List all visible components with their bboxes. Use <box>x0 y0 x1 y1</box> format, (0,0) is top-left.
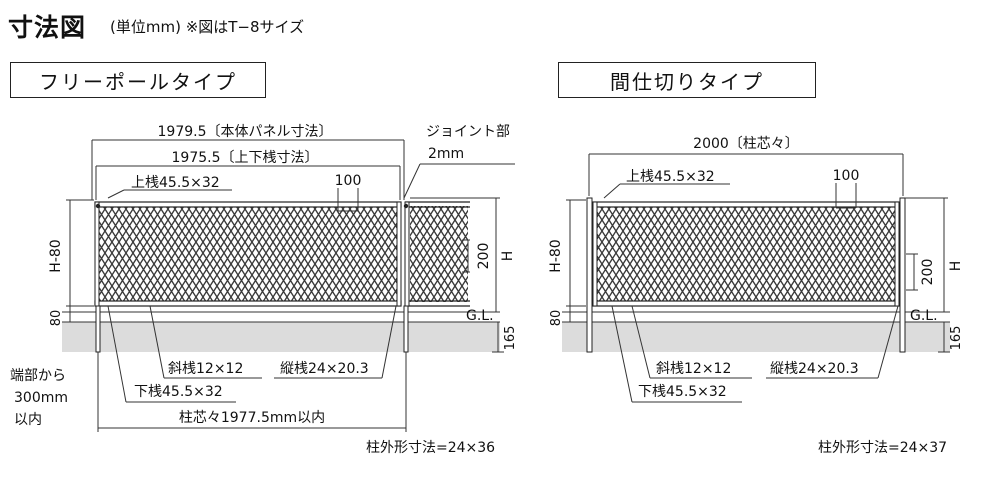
dim-80-right: 80 <box>549 310 564 327</box>
joint-label: ジョイント部 <box>426 124 510 140</box>
post-right-1 <box>586 197 593 353</box>
gl-label-left: G.L. <box>466 308 494 324</box>
post-size-right: 柱外形寸法=24×37 <box>818 440 947 456</box>
top-rail-label-left: 上桟45.5×32 <box>131 175 220 191</box>
dim-body-panel: 1979.5〔本体パネル寸法〕 <box>158 124 333 140</box>
ground-area-left <box>62 322 500 352</box>
lattice-panel-left-1 <box>98 206 398 302</box>
height-200-left: 200 <box>476 243 492 270</box>
vertical-rail-left-b <box>396 201 402 307</box>
post-left-2 <box>403 305 409 353</box>
type-label-partition: 間仕切りタイプ <box>558 62 816 98</box>
height-200-right: 200 <box>920 259 936 286</box>
end-note-line-3: 以内 <box>14 412 42 428</box>
page-subtitle: (単位mm) ※図はT−8サイズ <box>110 18 305 36</box>
bottom-rail-right <box>592 300 900 307</box>
top-rail-right <box>592 201 900 208</box>
partition-diagram: 2000〔柱芯々〕 上桟45.5×32 100 200 H G.L. 165 H… <box>548 136 964 456</box>
end-note-line-1: 端部から <box>10 368 66 384</box>
lattice-panel-left-2 <box>410 206 468 302</box>
post-left-1 <box>95 305 101 353</box>
top-rail-left <box>94 201 402 208</box>
bottom-rail-label-right: 下桟45.5×32 <box>638 384 727 400</box>
post-center-label-left: 柱芯々1977.5mm以内 <box>179 410 325 426</box>
diagonal-rail-label-left: 斜桟12×12 <box>168 361 243 377</box>
spacing-100-right: 100 <box>833 168 860 184</box>
dim-165-right: 165 <box>949 326 964 351</box>
h-minus-80-right: H-80 <box>548 239 564 272</box>
dim-rails: 1975.5〔上下桟寸法〕 <box>172 150 319 166</box>
joint-value: 2mm <box>428 146 464 162</box>
vertical-rail-label-left: 縦桟24×20.3 <box>280 361 369 377</box>
bottom-rail-left <box>94 300 402 307</box>
gl-label-right: G.L. <box>910 308 938 324</box>
h-minus-80-left: H-80 <box>48 239 64 272</box>
bottom-rail-label-left: 下桟45.5×32 <box>134 384 223 400</box>
h-label-left: H <box>500 251 516 262</box>
post-right-2 <box>899 197 906 353</box>
post-size-left: 柱外形寸法=24×36 <box>366 440 495 456</box>
spacing-100-left: 100 <box>335 173 362 189</box>
ground-area-right <box>562 322 950 352</box>
top-rail-label-right: 上桟45.5×32 <box>626 169 715 185</box>
dim-center-right: 2000〔柱芯々〕 <box>693 136 799 152</box>
dim-80-left: 80 <box>49 310 64 327</box>
free-pole-diagram: 1979.5〔本体パネル寸法〕 1975.5〔上下桟寸法〕 ジョイント部 2mm… <box>10 124 518 456</box>
lattice-panel-right <box>596 206 896 302</box>
page-title: 寸法図 <box>8 13 87 42</box>
diagonal-rail-label-right: 斜桟12×12 <box>656 361 731 377</box>
dim-165-left: 165 <box>503 326 518 351</box>
end-note-line-2: 300mm <box>14 390 68 406</box>
h-label-right: H <box>948 261 964 272</box>
type-label-free-pole: フリーポールタイプ <box>10 62 266 98</box>
vertical-rail-label-right: 縦桟24×20.3 <box>770 361 859 377</box>
vertical-rail-left-a <box>94 201 100 307</box>
